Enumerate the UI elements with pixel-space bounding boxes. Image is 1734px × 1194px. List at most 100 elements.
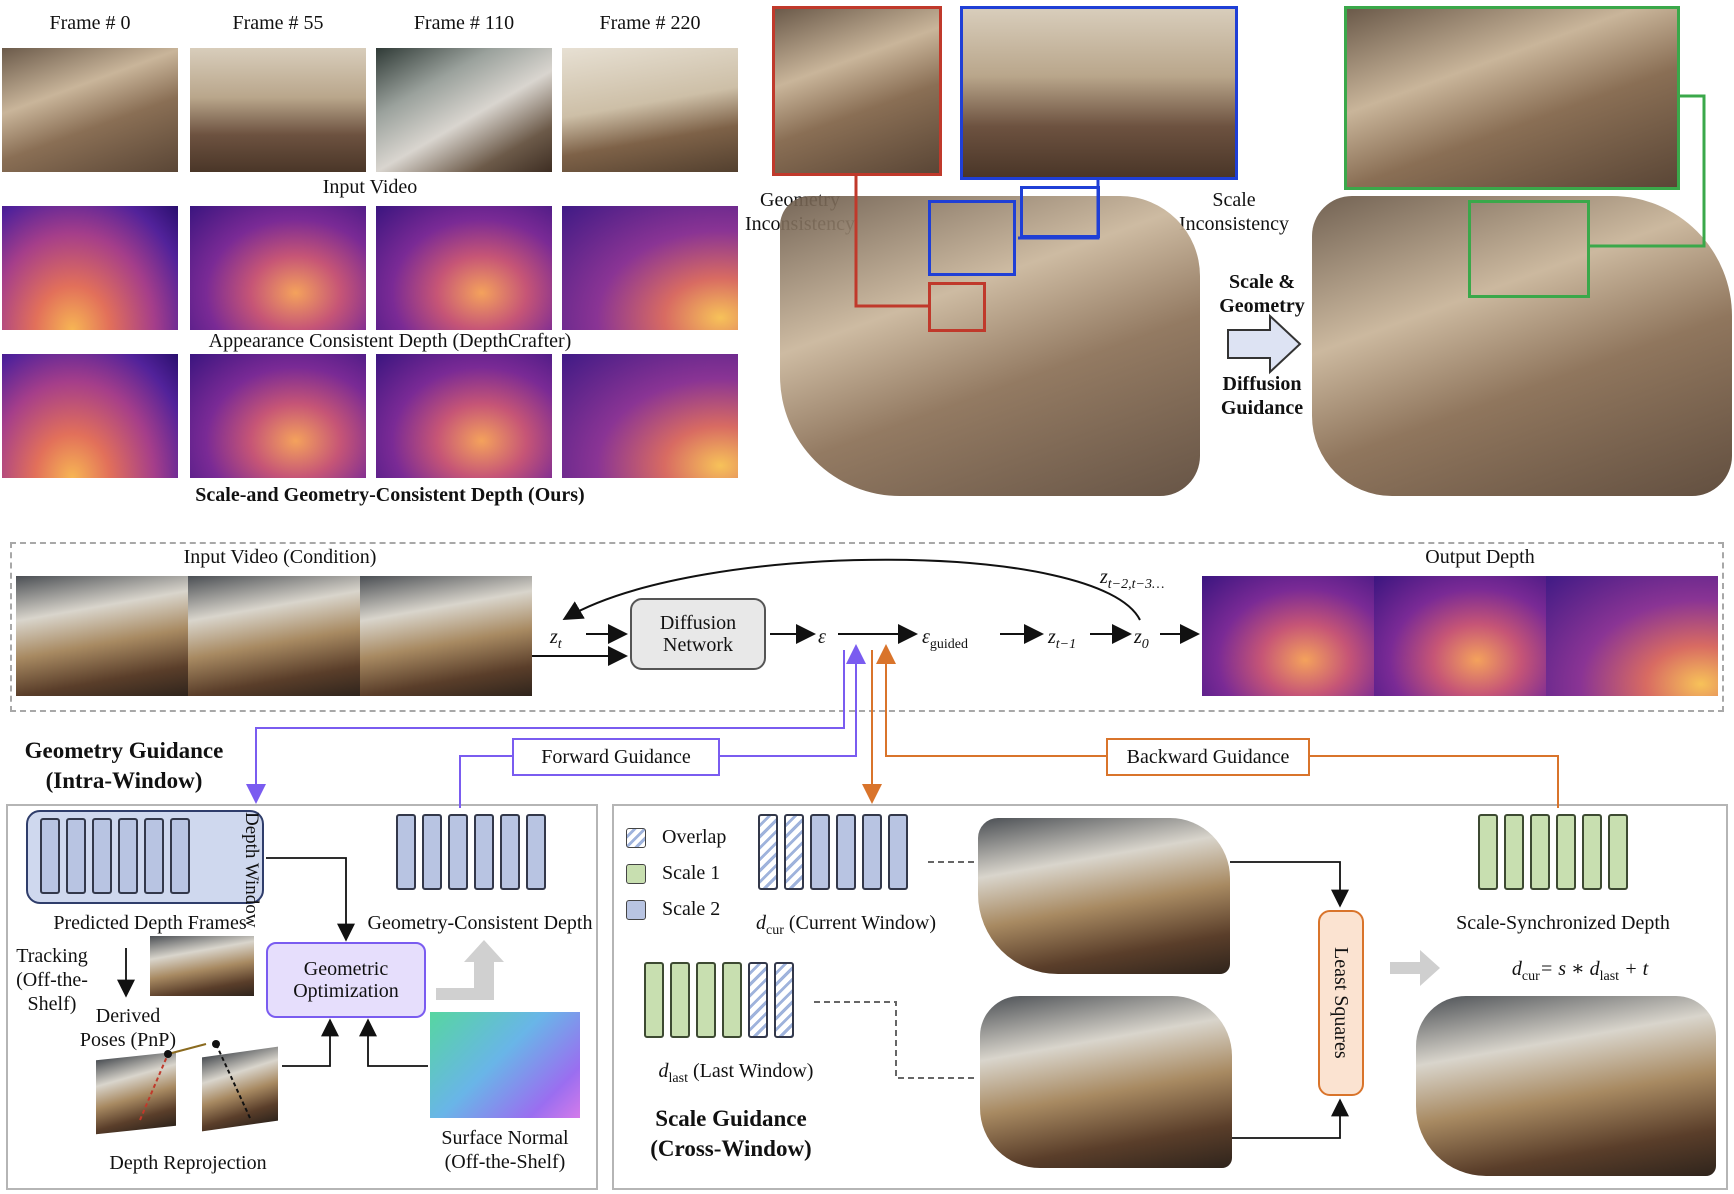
normal-to-optimization: [359, 1018, 428, 1067]
scale-formula: dcur= s ∗ dlast + t: [1470, 956, 1690, 985]
epsilon-label: ε: [818, 626, 826, 648]
output-depth-3: [1546, 576, 1718, 696]
d-last-frames-frame: [774, 962, 794, 1038]
geometry-guidance-title-line2: (Intra-Window): [45, 768, 203, 793]
scale-inconsistency-crop: [960, 6, 1238, 180]
d-last-sub: last: [668, 1071, 688, 1086]
pipeline-container: [10, 542, 1724, 712]
output-depth-2: [1374, 576, 1546, 696]
legend-scale2-swatch: [626, 900, 646, 920]
diffusion-guidance-label-bottom: Diffusion Guidance: [1212, 372, 1312, 420]
window-to-optimization: [266, 857, 355, 942]
d-cur-frames-frame: [836, 814, 856, 890]
d-cur-frames: [758, 814, 928, 894]
geometry-inconsistency-crop: [772, 6, 942, 176]
scale-synchronized-frames: [1478, 814, 1648, 894]
tracking-line1: Tracking: [16, 945, 88, 967]
tracking-line3: Shelf): [27, 993, 77, 1015]
geometry-consistent-frames-frame: [448, 814, 468, 890]
synchronized-cloud: [1416, 996, 1716, 1176]
d-cur-desc: (Current Window): [788, 912, 937, 934]
depth-frames-left-frame: [144, 818, 164, 894]
depthcrafter-frame-110: [376, 206, 552, 330]
consistent-crop: [1344, 6, 1680, 190]
current-window-cloud: [978, 818, 1230, 974]
z-history-label: zt−2,t−3…: [1100, 566, 1164, 593]
tracking-line2: (Off-the-: [16, 969, 88, 991]
geometry-consistent-frames-frame: [396, 814, 416, 890]
depth-frames-left-frame: [118, 818, 138, 894]
input-frame-0: [2, 48, 178, 172]
last-cloud-to-ls: [1232, 1098, 1349, 1139]
arrow-label-line4: Guidance: [1220, 397, 1304, 419]
forward-guidance-line-up: [459, 755, 512, 808]
depth-frames-left-frame: [66, 818, 86, 894]
formula-d-sub: cur: [1521, 969, 1540, 984]
z-history-var: z: [1100, 566, 1108, 588]
depth-frames-left: [40, 818, 220, 898]
z-0-label: z0: [1134, 626, 1149, 653]
optimization-to-output-arrow: [436, 940, 504, 1000]
z-t-minus-1-sub: t−1: [1055, 637, 1077, 652]
z-t-label: zt: [550, 626, 562, 653]
tracking-label: Tracking (Off-the- Shelf): [10, 944, 94, 1016]
pose-point-1: [164, 1050, 172, 1058]
formula-rest: = s ∗ d: [1539, 958, 1600, 980]
legend-scale1-swatch: [626, 864, 646, 884]
depth-frames-left-frame: [40, 818, 60, 894]
epsilon-guided-sub: guided: [929, 637, 968, 652]
surface-normal-image: [430, 1012, 580, 1118]
legend-overlap-label: Overlap: [662, 826, 727, 848]
d-last-label: dlast (Last Window): [636, 1060, 836, 1087]
geometric-optimization-line2: Optimization: [293, 980, 399, 1002]
legend-scale1-label: Scale 1: [662, 862, 721, 884]
condition-frame-2: [188, 576, 360, 696]
scale-synchronized-frames-frame: [1582, 814, 1602, 890]
condition-label: Input Video (Condition): [183, 546, 377, 568]
least-squares-text: Least Squares: [1330, 947, 1352, 1059]
input-frame-110: [376, 48, 552, 172]
scale-guidance-title: Scale Guidance (Cross-Window): [626, 1104, 836, 1164]
z-history-sub: t−2,t−3…: [1107, 577, 1165, 592]
z-t-var: z: [550, 626, 558, 648]
d-cur-frames-frame: [862, 814, 882, 890]
depth-reprojection-label: Depth Reprojection: [109, 1152, 267, 1174]
input-video-label: Input Video: [322, 176, 418, 198]
backward-guidance-line: [1310, 755, 1559, 808]
z-t-minus-1-var: z: [1048, 626, 1056, 648]
d-cur-var: d: [755, 912, 766, 934]
ours-label: Scale-and Geometry-Consistent Depth (Our…: [195, 484, 585, 506]
consistent-box: [1468, 200, 1590, 298]
scale-synchronized-label: Scale-Synchronized Depth: [1456, 912, 1670, 934]
frame-label-55: Frame # 55: [232, 12, 324, 34]
condition-frame-3: [360, 576, 532, 696]
depth-frames-left-frame: [92, 818, 112, 894]
diffusion-network-line2: Network: [663, 634, 733, 656]
geometry-guidance-title: Geometry Guidance (Intra-Window): [14, 736, 234, 796]
formula-d: d: [1511, 958, 1522, 980]
derived-poses-line1: Derived: [95, 1005, 161, 1027]
frame-label-220: Frame # 220: [599, 12, 701, 34]
geometry-consistent-frames-frame: [526, 814, 546, 890]
output-depth-label: Output Depth: [1425, 546, 1535, 568]
pose-line-2: [139, 1053, 169, 1121]
recurrence-arrow: [562, 558, 1141, 621]
arrow-label-line2: Geometry: [1219, 295, 1305, 317]
geometry-guidance-title-line1: Geometry Guidance: [24, 738, 224, 763]
last-window-cloud: [980, 996, 1232, 1168]
output-depth-1: [1202, 576, 1374, 696]
geometric-optimization-box: Geometric Optimization: [266, 942, 426, 1018]
scale-guidance-title-line1: Scale Guidance: [655, 1106, 807, 1131]
last-to-cloud: [814, 1001, 976, 1079]
d-cur-frames-frame: [888, 814, 908, 890]
green-crop-connector: [1590, 94, 1706, 248]
condition-frame-1: [16, 576, 188, 696]
d-cur-frames-frame: [810, 814, 830, 890]
surface-normal-line1: Surface Normal: [441, 1127, 569, 1149]
frame-label-0: Frame # 0: [49, 12, 131, 34]
d-cur-sub: cur: [765, 923, 784, 938]
geometry-guidance-line: [246, 650, 845, 804]
arrow-label-line3: Diffusion: [1222, 373, 1302, 395]
scale-inconsistency-label: Scale Inconsistency: [1176, 188, 1292, 236]
geometry-consistent-frames-frame: [422, 814, 442, 890]
